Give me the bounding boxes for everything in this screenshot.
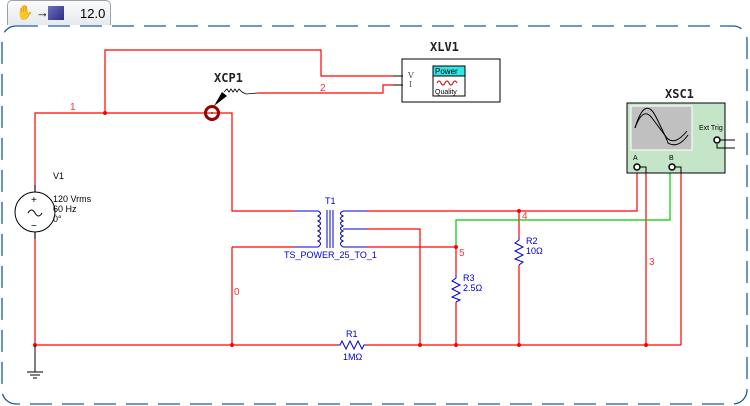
xcp1-current-probe[interactable]: XCP1	[204, 71, 259, 121]
v1-freq: 60 Hz	[53, 204, 77, 214]
net-label-2: 2	[320, 83, 326, 94]
pin-v: V	[407, 71, 414, 80]
v1-phase: 0°	[53, 214, 62, 224]
scope-trace-a	[634, 113, 688, 142]
r2-resistor[interactable]: R2 10Ω	[513, 236, 543, 266]
r3-resistor[interactable]: R3 2.5Ω	[450, 273, 483, 303]
zoom-level: 12.0	[80, 6, 106, 21]
sheet-border	[1, 25, 748, 405]
channel-a-terminal[interactable]	[633, 163, 641, 171]
xlv1-icon-bottom: Quality	[435, 89, 457, 96]
ground-symbol	[27, 345, 43, 379]
r3-value: 2.5Ω	[463, 283, 483, 293]
scope-trace-b	[634, 107, 689, 146]
arrow-icon: →	[36, 5, 49, 20]
sheet-tab[interactable]: ✋ → 12.0	[7, 0, 111, 25]
net-label-3: 3	[649, 257, 655, 268]
channel-b-terminal[interactable]	[668, 163, 676, 171]
r2-value: 10Ω	[526, 246, 543, 256]
pin-i: I	[409, 80, 412, 89]
net-label-0: 0	[234, 287, 240, 298]
t1-ref: T1	[325, 196, 336, 206]
net-label-4: 4	[522, 211, 528, 222]
plus-sign: +	[31, 195, 37, 206]
t1-model: TS_POWER_25_TO_1	[284, 250, 377, 260]
r1-resistor[interactable]: R1 1MΩ	[337, 329, 366, 362]
minus-sign: −	[31, 221, 37, 232]
net-label-1: 1	[70, 102, 76, 113]
v1-value: 120 Vrms	[53, 194, 92, 204]
wires	[34, 49, 682, 346]
channel-a-label: A	[633, 155, 638, 162]
r3-ref: R3	[463, 273, 475, 283]
xsc1-ref: XSC1	[665, 87, 694, 101]
v1-source[interactable]: + − V1 120 Vrms 60 Hz 0°	[14, 171, 92, 239]
xcp1-ref: XCP1	[214, 71, 243, 85]
instrument-icon	[48, 6, 64, 20]
xlv1-ref: XLV1	[430, 40, 459, 54]
waveform-icon	[436, 80, 458, 86]
r2-ref: R2	[526, 236, 538, 246]
hand-icon: ✋	[16, 4, 34, 20]
xsc1-oscilloscope[interactable]: XSC1 Ext Trig A B	[626, 87, 735, 174]
t1-transformer[interactable]: T1 TS_POWER_25_TO_1	[284, 196, 377, 260]
channel-b-label: B	[669, 155, 674, 162]
wire-channel-b	[455, 173, 671, 247]
net-label-5: 5	[459, 248, 465, 259]
xlv1-icon-top: Power	[435, 67, 458, 76]
r1-value: 1MΩ	[343, 352, 363, 362]
v1-ref: V1	[53, 171, 64, 181]
sine-icon	[27, 209, 43, 217]
r1-ref: R1	[346, 329, 358, 339]
ext-trig-label: Ext Trig	[699, 125, 723, 132]
xlv1-power-meter[interactable]: XLV1 V I Power Quality	[393, 40, 501, 103]
